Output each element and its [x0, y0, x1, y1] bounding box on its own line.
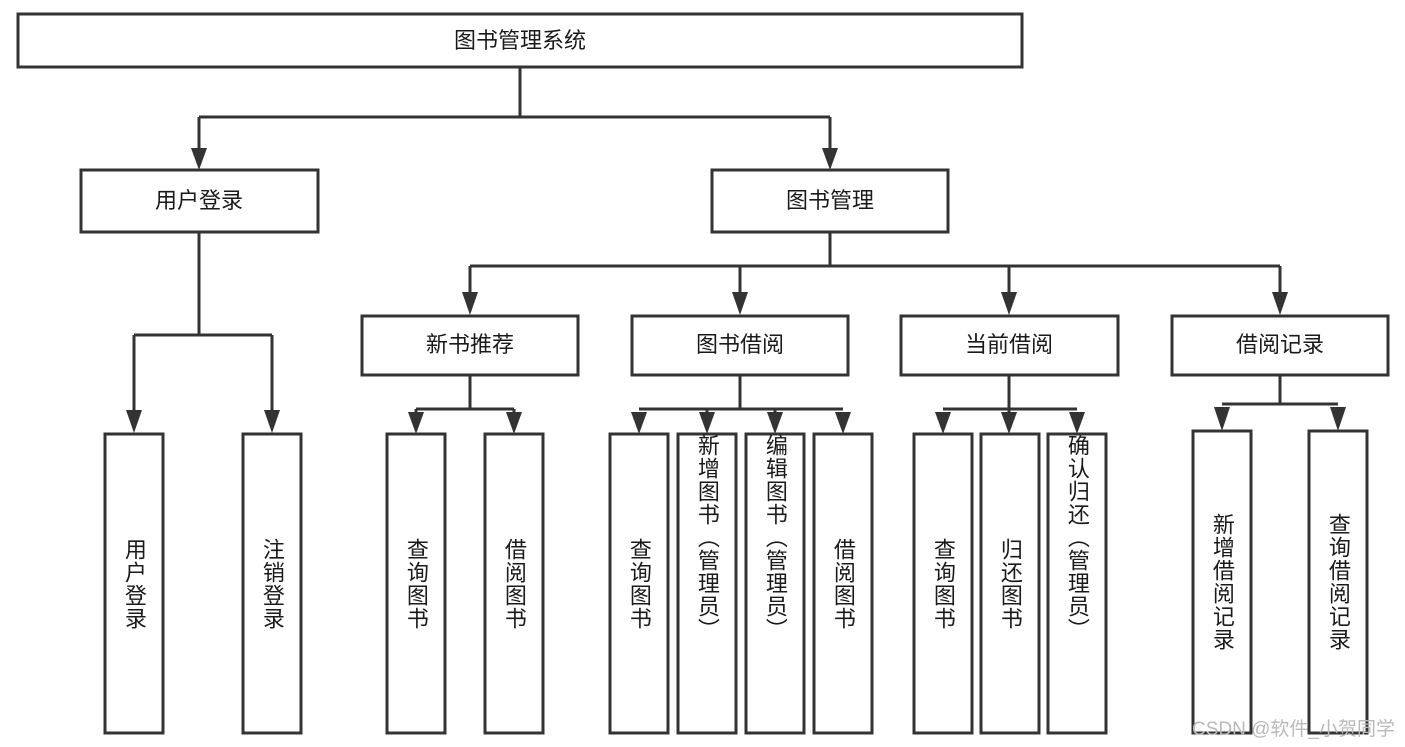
leaf-box-user-login[interactable] [103, 432, 165, 735]
arrow-head-bb-1 [631, 412, 647, 434]
csdn-watermark: CSDN @软件_小贺同学 [1192, 719, 1395, 740]
arrow-head-br-1 [1214, 407, 1230, 431]
node-root-label: 图书管理系统 [454, 28, 586, 53]
leaf-box-bb-edit-book[interactable] [744, 432, 806, 735]
edge-root-to-level2 [191, 67, 838, 170]
edge-book-manage-to-level3 [462, 232, 1288, 315]
node-current-borrow[interactable]: 当前借阅 [899, 314, 1120, 377]
node-borrow-record[interactable]: 借阅记录 [1170, 314, 1390, 377]
arrow-head-cb-1 [935, 412, 951, 434]
arrow-head-book-manage [822, 148, 838, 170]
leaf-box-br-query-record[interactable] [1307, 429, 1369, 735]
arrow-head-nb-2 [506, 412, 522, 434]
arrow-head-book-borrow [732, 292, 748, 315]
arrow-head-cb-3 [1069, 412, 1085, 434]
leaf-box-bb-query-book[interactable] [608, 432, 670, 735]
node-borrow-record-label: 借阅记录 [1236, 332, 1324, 357]
leaf-box-bb-add-book[interactable] [676, 432, 738, 735]
node-new-book-box[interactable] [360, 314, 580, 377]
arrow-head-leaf-user-login [126, 410, 142, 433]
leaf-boxes-borrow-record [1191, 429, 1369, 735]
node-borrow-record-box[interactable] [1170, 314, 1390, 377]
edge-current-borrow-to-leaves [935, 375, 1085, 434]
leaf-boxes-current-borrow [912, 432, 1108, 735]
arrow-head-bb-4 [835, 412, 851, 434]
node-user-login-box[interactable] [79, 168, 320, 234]
edge-borrow-record-to-leaves [1214, 375, 1346, 431]
arrow-head-borrow-record [1272, 292, 1288, 315]
arrow-head-br-2 [1330, 407, 1346, 431]
arrow-head-bb-3 [767, 412, 783, 434]
leaf-box-br-add-record[interactable] [1191, 429, 1253, 735]
leaf-boxes-new-book [385, 432, 545, 735]
node-user-login-label: 用户登录 [155, 188, 243, 213]
arrow-head-nb-1 [408, 412, 424, 434]
leaf-box-bb-borrow-book[interactable] [812, 432, 874, 735]
edge-user-login-to-leaves [126, 232, 280, 433]
leaf-box-nb-query-book[interactable] [385, 432, 447, 735]
leaf-box-cb-confirm-return[interactable] [1046, 432, 1108, 735]
node-root[interactable]: 图书管理系统 [16, 12, 1024, 69]
node-book-borrow-box[interactable] [630, 314, 850, 377]
leaf-boxes-book-borrow [608, 432, 874, 735]
node-current-borrow-label: 当前借阅 [965, 332, 1053, 357]
node-book-manage-box[interactable] [710, 168, 950, 234]
node-book-borrow[interactable]: 图书借阅 [630, 314, 850, 377]
edge-book-borrow-to-leaves [631, 375, 851, 434]
arrow-head-user-login [191, 148, 207, 170]
node-book-borrow-label: 图书借阅 [696, 332, 784, 357]
node-book-manage[interactable]: 图书管理 [710, 168, 950, 234]
node-book-manage-label: 图书管理 [786, 188, 874, 213]
leaf-boxes-user-login [103, 432, 303, 735]
node-current-borrow-box[interactable] [899, 314, 1120, 377]
leaf-box-nb-borrow-book[interactable] [483, 432, 545, 735]
node-root-box[interactable] [16, 12, 1024, 69]
edge-new-book-to-leaves [408, 375, 522, 434]
arrow-head-bb-2 [699, 412, 715, 434]
node-user-login[interactable]: 用户登录 [79, 168, 320, 234]
node-new-book-label: 新书推荐 [426, 332, 514, 357]
leaf-box-cb-query-book[interactable] [912, 432, 974, 735]
leaf-box-logout[interactable] [241, 432, 303, 735]
leaf-box-cb-return-book[interactable] [979, 432, 1041, 735]
node-new-book[interactable]: 新书推荐 [360, 314, 580, 377]
arrow-head-cb-2 [1001, 412, 1017, 434]
arrow-head-current-borrow [1001, 292, 1017, 315]
arrow-head-new-book [462, 292, 478, 315]
arrow-head-leaf-logout [264, 410, 280, 433]
